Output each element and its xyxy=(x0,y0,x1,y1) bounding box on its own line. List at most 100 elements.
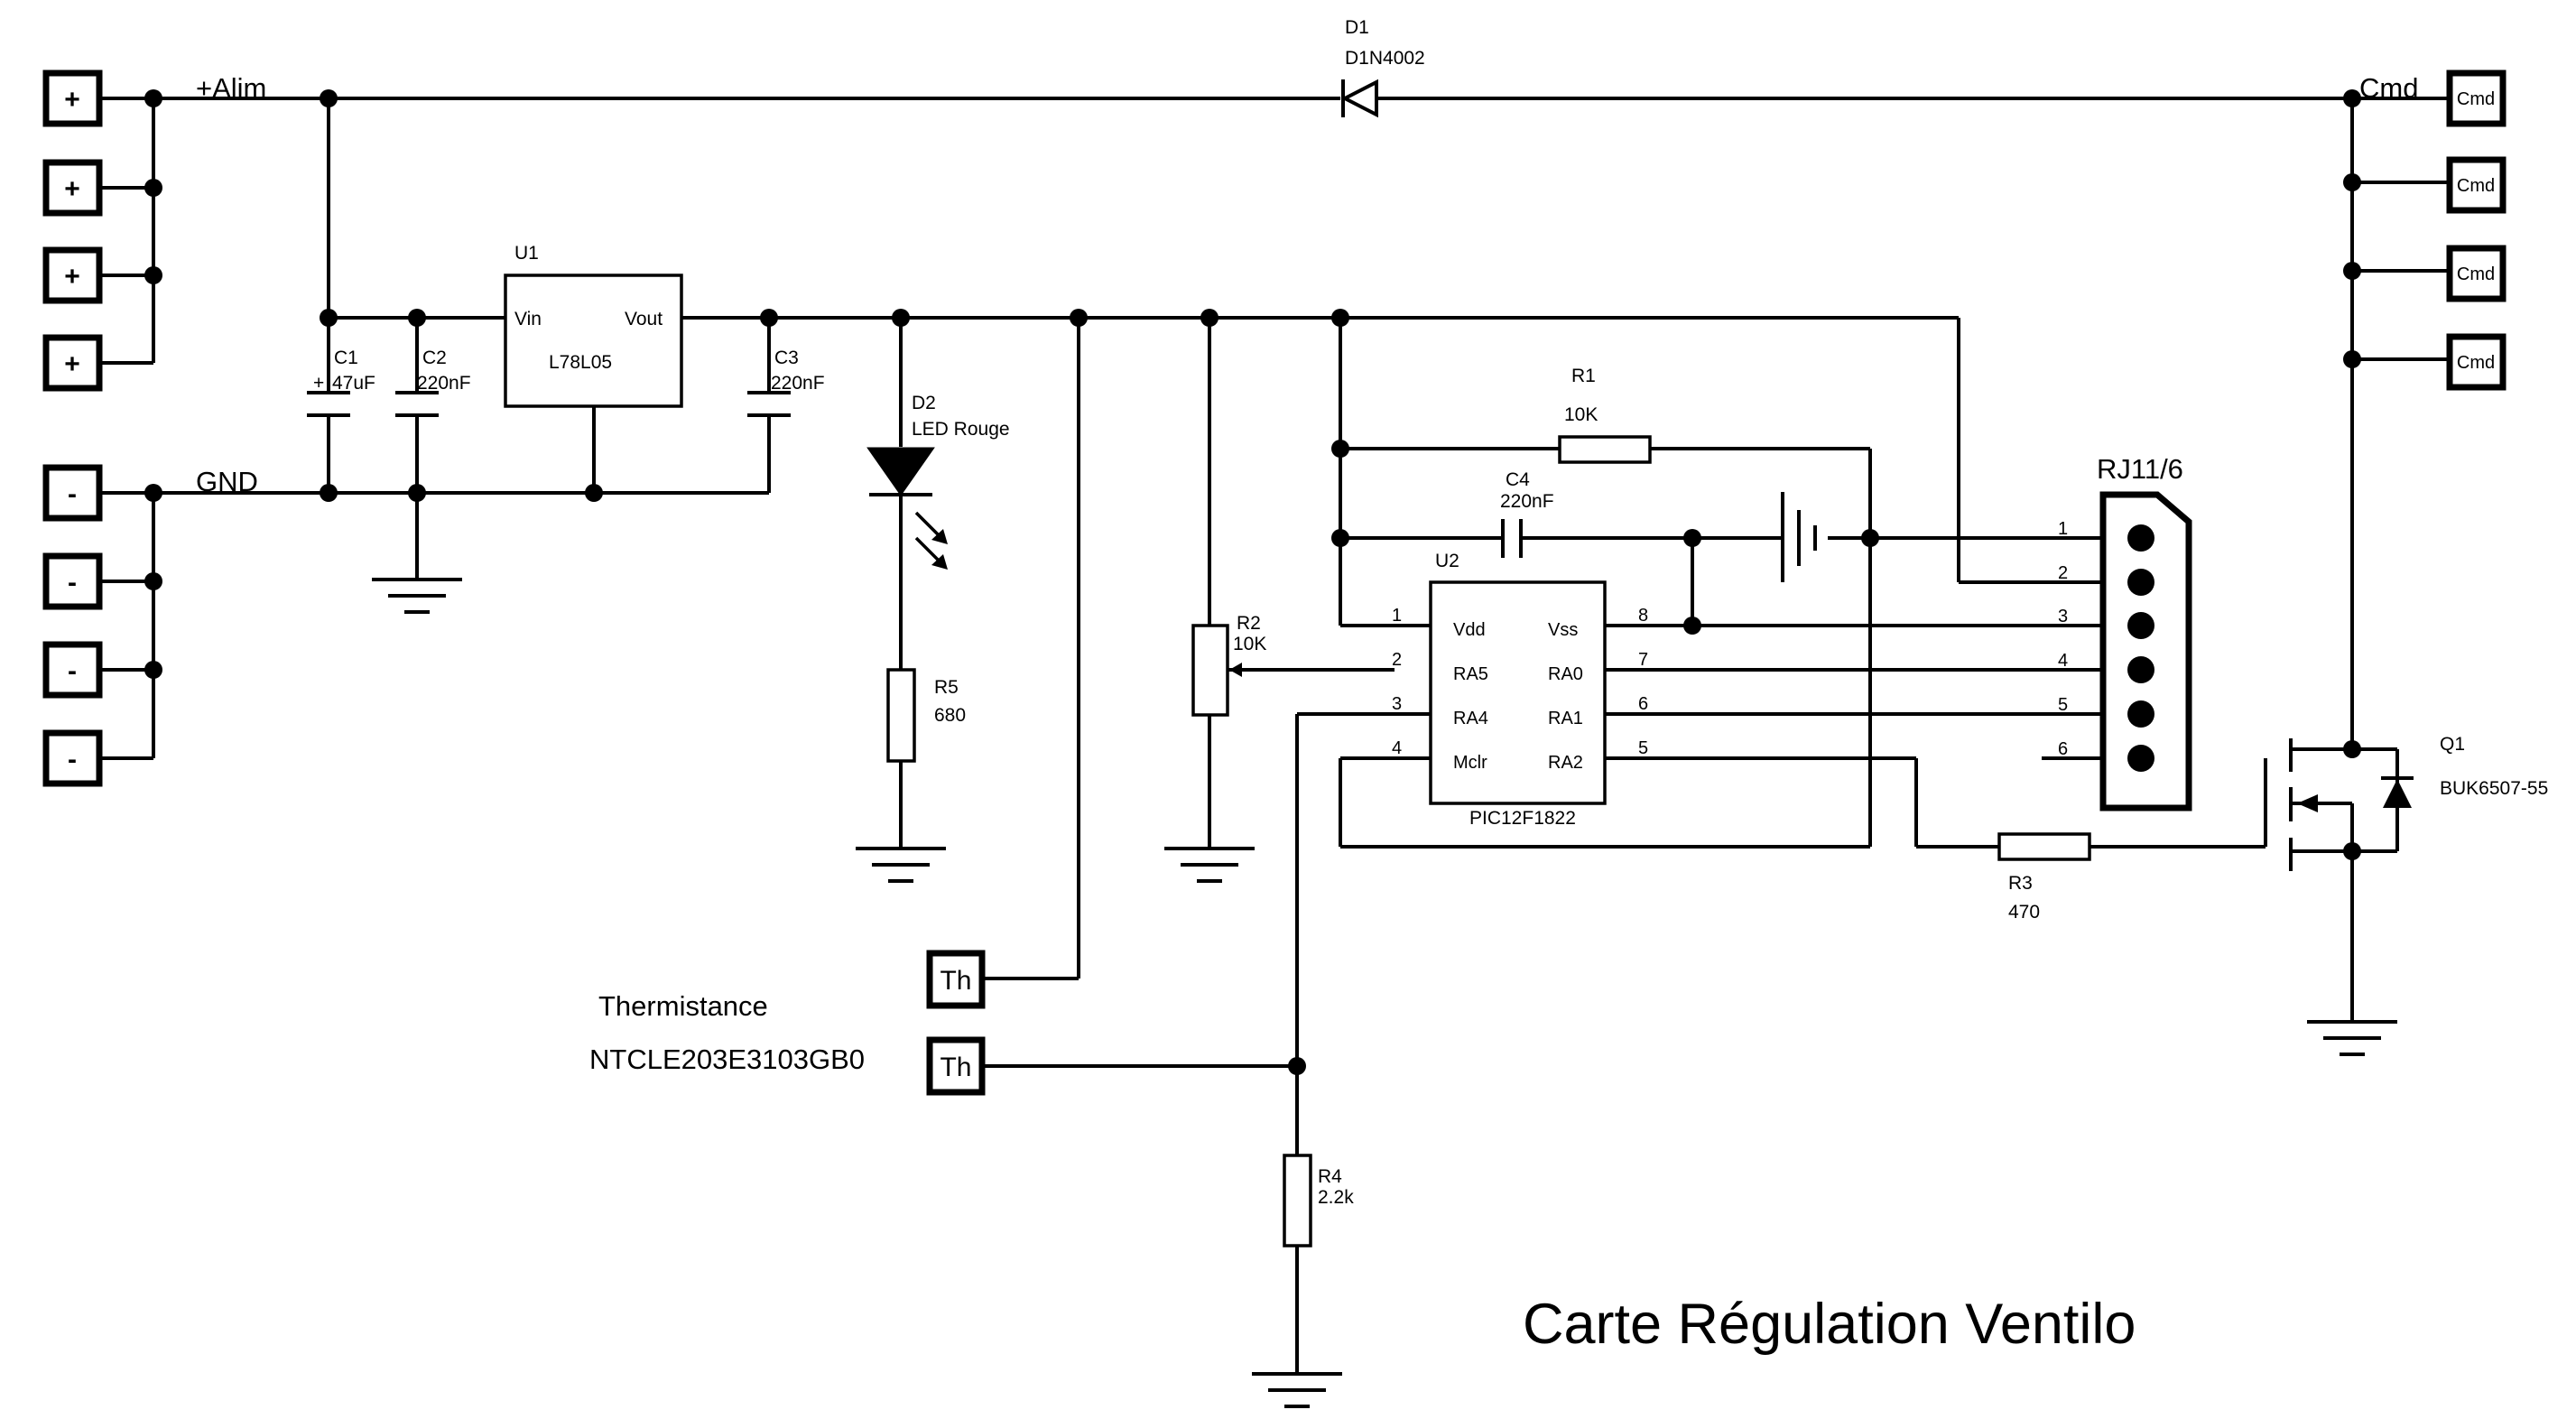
r2-ref: R2 xyxy=(1237,613,1261,634)
th-terminal-1: Th xyxy=(940,966,971,996)
c2-value: 220nF xyxy=(417,373,471,394)
c1-value: 47uF xyxy=(332,373,375,394)
mcu-u2: U2 PIC12F1822 1 2 3 4 Vdd RA5 RA4 Mclr 8… xyxy=(1392,551,1648,829)
u2-pin-num-3: 3 xyxy=(1392,694,1402,714)
r3-value: 470 xyxy=(2008,902,2040,923)
diode-d1: D1 D1N4002 xyxy=(1340,17,1425,118)
wires xyxy=(101,97,2448,1372)
r1-ref: R1 xyxy=(1571,366,1596,386)
led-d2: D2 LED Rouge xyxy=(866,393,1010,570)
rj11-pin-1: 1 xyxy=(2058,519,2068,539)
c4-value: 220nF xyxy=(1500,491,1554,512)
ground-pot xyxy=(1164,847,1255,883)
resistor-r4: R4 2.2k xyxy=(1283,1154,1354,1247)
u2-pin-num-4: 4 xyxy=(1392,738,1402,758)
capacitor-c2: C2 220nF xyxy=(395,348,471,417)
d1-value: D1N4002 xyxy=(1345,48,1425,69)
d2-value: LED Rouge xyxy=(912,419,1010,440)
u2-pin-num-5: 5 xyxy=(1638,738,1648,758)
regulator-u1: Vin Vout L78L05 U1 xyxy=(504,243,683,408)
c4-ref: C4 xyxy=(1506,469,1530,490)
minus-terminal-4: - xyxy=(68,745,77,774)
plus-terminal-3: + xyxy=(64,262,80,292)
u1-value: L78L05 xyxy=(549,352,612,373)
u2-pin-name-vss: Vss xyxy=(1548,620,1578,640)
u2-pin-num-7: 7 xyxy=(1638,650,1648,670)
minus-terminal-2: - xyxy=(68,568,77,598)
u2-pin-num-8: 8 xyxy=(1638,606,1648,626)
rj11-pin-5: 5 xyxy=(2058,695,2068,715)
mosfet-q1: Q1 BUK6507-55 xyxy=(2264,734,2548,871)
r1-value: 10K xyxy=(1564,404,1598,425)
u2-ref: U2 xyxy=(1435,551,1459,571)
plus-terminal-1: + xyxy=(64,85,80,115)
rj11-pin-4: 4 xyxy=(2058,651,2068,671)
u2-pin-name-vdd: Vdd xyxy=(1453,620,1486,640)
capacitor-c3: C3 220nF xyxy=(747,348,825,417)
cmd-terminal-4: Cmd xyxy=(2457,353,2495,373)
c3-value: 220nF xyxy=(771,373,825,394)
page-title: Carte Régulation Ventilo xyxy=(1523,1293,2136,1356)
resistor-r1: R1 10K xyxy=(1558,366,1652,464)
ground-symbols xyxy=(372,578,2397,1408)
thermistance-part: NTCLE203E3103GB0 xyxy=(589,1043,865,1075)
resistor-r5: R5 680 xyxy=(886,668,966,763)
c3-ref: C3 xyxy=(774,348,799,368)
capacitor-c1: C1 + 47uF xyxy=(307,348,375,417)
u2-pin-name-mclr: Mclr xyxy=(1453,753,1487,773)
th-terminals: Th Th xyxy=(926,950,986,1096)
u2-pin-name-ra2: RA2 xyxy=(1548,753,1583,773)
u2-pin-name-ra5: RA5 xyxy=(1453,664,1488,684)
resistor-r3: R3 470 xyxy=(1997,832,2091,923)
net-label-gnd: GND xyxy=(196,466,258,497)
ground-led xyxy=(856,847,946,883)
u1-pin-vin: Vin xyxy=(514,309,542,329)
minus-terminal-3: - xyxy=(68,656,77,686)
d1-ref: D1 xyxy=(1345,17,1369,38)
connector-rj11: RJ11/6 1 2 3 4 5 6 xyxy=(2058,453,2192,812)
potentiometer-r2: R2 10K xyxy=(1191,613,1266,717)
r5-value: 680 xyxy=(934,705,966,726)
c2-ref: C2 xyxy=(422,348,447,368)
r3-ref: R3 xyxy=(2008,873,2033,894)
c1-ref: C1 xyxy=(334,348,358,368)
q1-value: BUK6507-55 xyxy=(2440,778,2548,799)
rj11-pin-6: 6 xyxy=(2058,739,2068,759)
plus-terminal-2: + xyxy=(64,174,80,204)
r2-value: 10K xyxy=(1233,634,1266,654)
cmd-terminal-3: Cmd xyxy=(2457,264,2495,284)
u1-ref: U1 xyxy=(514,243,539,264)
net-label-cmd: Cmd xyxy=(2359,72,2418,104)
plus-terminals: + + + + xyxy=(42,70,103,392)
d2-ref: D2 xyxy=(912,393,936,413)
u2-pin-name-ra1: RA1 xyxy=(1548,709,1583,728)
junction-dots xyxy=(144,89,2361,1075)
ground-r4 xyxy=(1252,1372,1342,1408)
r4-ref: R4 xyxy=(1318,1166,1342,1187)
minus-terminal-1: - xyxy=(68,479,77,509)
c1-polarity: + xyxy=(313,373,324,394)
u2-pin-num-1: 1 xyxy=(1392,606,1402,626)
ground-q1 xyxy=(2307,1020,2397,1056)
cmd-terminal-1: Cmd xyxy=(2457,89,2495,109)
rj11-pin-3: 3 xyxy=(2058,607,2068,626)
r4-value: 2.2k xyxy=(1318,1187,1354,1208)
rj11-ref: RJ11/6 xyxy=(2097,453,2183,485)
minus-terminals: - - - - xyxy=(42,464,103,787)
cmd-terminal-2: Cmd xyxy=(2457,176,2495,196)
thermistance-label: Thermistance xyxy=(598,990,768,1022)
th-terminal-2: Th xyxy=(940,1053,971,1082)
u2-value: PIC12F1822 xyxy=(1469,808,1576,829)
capacitor-c4: C4 220nF xyxy=(1500,469,1554,558)
ground-c2 xyxy=(372,578,462,614)
u2-pin-name-ra0: RA0 xyxy=(1548,664,1583,684)
r5-ref: R5 xyxy=(934,677,959,698)
u2-pin-num-6: 6 xyxy=(1638,694,1648,714)
u2-pin-num-2: 2 xyxy=(1392,650,1402,670)
rj11-pin-2: 2 xyxy=(2058,563,2068,583)
cmd-terminals: Cmd Cmd Cmd Cmd xyxy=(2446,70,2507,391)
u2-pin-name-ra4: RA4 xyxy=(1453,709,1488,728)
q1-ref: Q1 xyxy=(2440,734,2465,755)
plus-terminal-4: + xyxy=(64,349,80,379)
